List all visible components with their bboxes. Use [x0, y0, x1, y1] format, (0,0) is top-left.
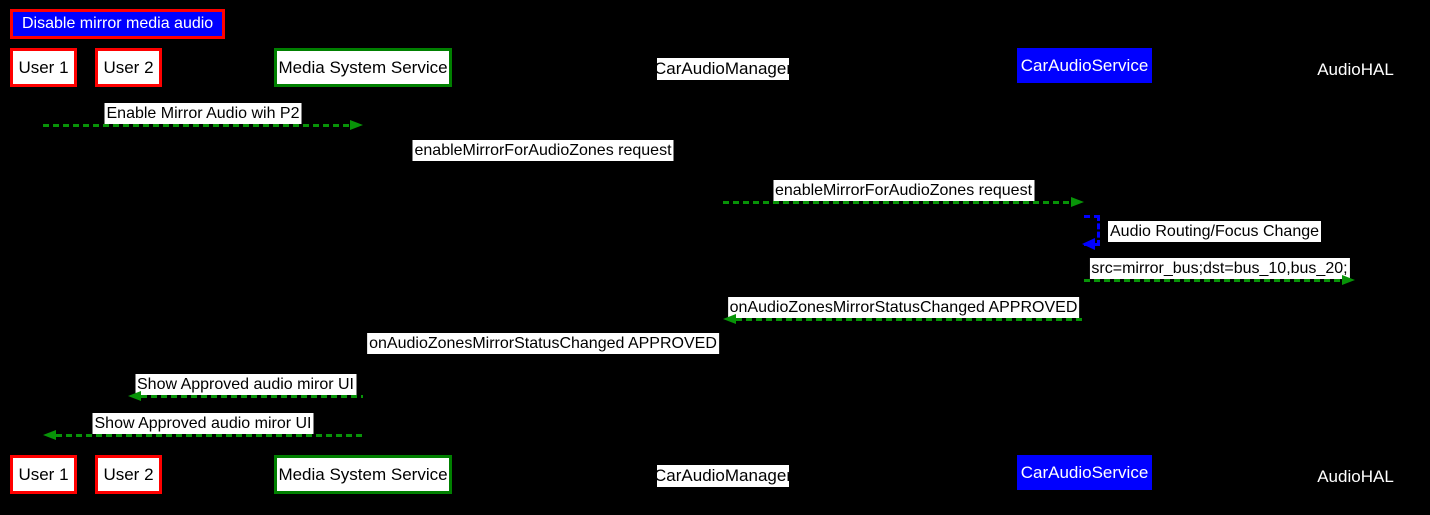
message-label: onAudioZonesMirrorStatusChanged APPROVED	[727, 297, 1080, 318]
actor-audiohal-top: AudioHAL	[1317, 59, 1394, 79]
message-label: src=mirror_bus;dst=bus_10,bus_20;	[1089, 258, 1350, 279]
arrowhead-icon	[350, 120, 363, 130]
actor-user-1-top: User 1	[10, 48, 77, 87]
actor-media-system-service-top: Media System Service	[274, 48, 452, 87]
actor-label: CarAudioService	[1020, 462, 1149, 482]
actor-label: CarAudioManager	[654, 59, 792, 78]
message-label: enableMirrorForAudioZones request	[772, 180, 1035, 201]
arrowhead-icon	[723, 314, 736, 324]
arrowhead-icon	[1342, 275, 1355, 285]
actor-media-system-service-bottom: Media System Service	[274, 455, 452, 494]
message-arrow	[141, 395, 363, 398]
message-label: enableMirrorForAudioZones request	[412, 140, 674, 161]
actor-label: User 1	[18, 464, 69, 484]
message-label: Show Approved audio miror UI	[92, 413, 314, 434]
message-label: Show Approved audio miror UI	[135, 374, 356, 395]
message-label: Enable Mirror Audio wih P2	[104, 103, 302, 124]
message-arrow	[723, 201, 1071, 204]
actor-label: AudioHAL	[1317, 59, 1394, 79]
actor-label: AudioHAL	[1317, 466, 1394, 486]
diagram-title: Disable mirror media audio	[10, 9, 226, 39]
actor-label: User 2	[103, 57, 154, 77]
message-arrow	[736, 318, 1084, 321]
actor-label: Media System Service	[278, 464, 448, 484]
actor-label: CarAudioManager	[654, 466, 792, 485]
self-arrowhead-icon	[1082, 238, 1095, 250]
actor-user-2-bottom: User 2	[95, 455, 162, 494]
actor-audiohal-bottom: AudioHAL	[1317, 466, 1394, 486]
actor-label: CarAudioService	[1020, 55, 1149, 75]
actor-car-audio-service-top: CarAudioService	[1017, 48, 1152, 83]
actor-label: User 1	[18, 57, 69, 77]
arrowhead-icon	[1071, 197, 1084, 207]
message-arrow	[1084, 279, 1342, 282]
actor-label: Media System Service	[278, 57, 448, 77]
actor-car-audio-manager-top: CarAudioManager	[654, 58, 792, 80]
arrowhead-icon	[43, 430, 56, 440]
actor-car-audio-service-bottom: CarAudioService	[1017, 455, 1152, 490]
actor-user-1-bottom: User 1	[10, 455, 77, 494]
actor-user-2-top: User 2	[95, 48, 162, 87]
message-label: Audio Routing/Focus Change	[1108, 221, 1322, 242]
arrowhead-icon	[128, 391, 141, 401]
actor-car-audio-manager-bottom: CarAudioManager	[654, 465, 792, 487]
message-arrow	[56, 434, 363, 437]
actor-label: User 2	[103, 464, 154, 484]
message-label: onAudioZonesMirrorStatusChanged APPROVED	[367, 333, 719, 354]
message-arrow	[43, 124, 350, 127]
